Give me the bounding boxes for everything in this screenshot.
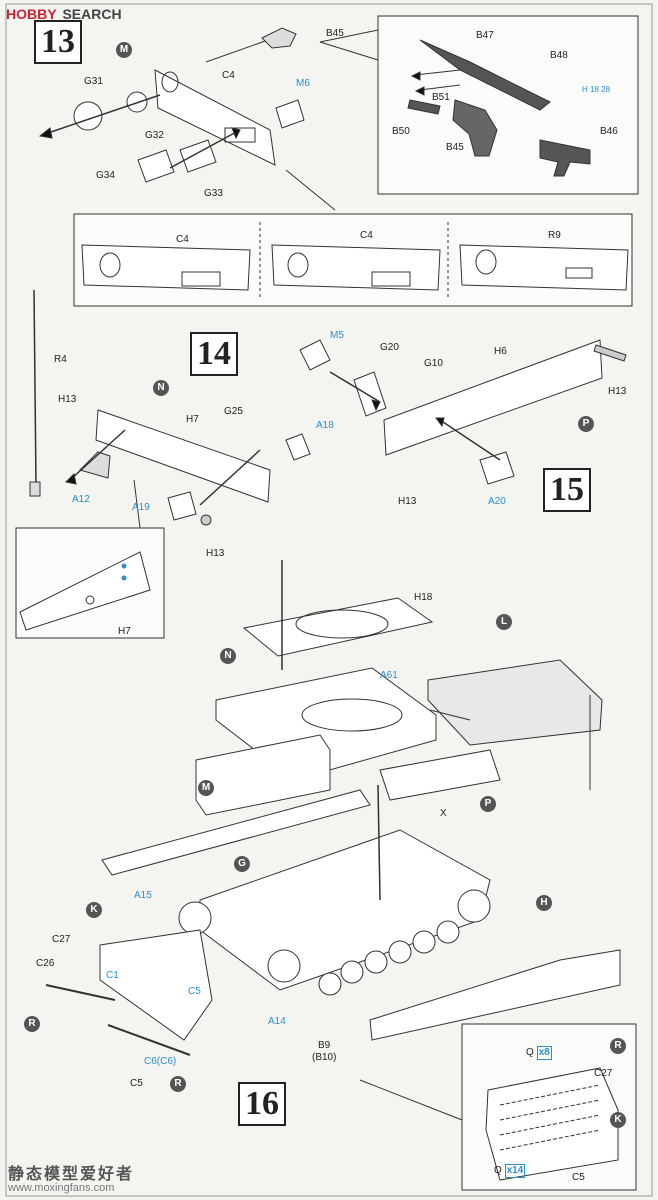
marker-r-left: R	[24, 1016, 40, 1032]
marker-r-bottom: R	[170, 1076, 186, 1092]
step-15-number: 15	[543, 468, 591, 512]
label-g32: G32	[145, 130, 164, 141]
brand-name: SEARCH	[62, 6, 122, 22]
marker-k-detail: K	[610, 1112, 626, 1128]
label-h13-15a: H13	[608, 386, 627, 397]
label-m6: M6	[296, 78, 310, 89]
label-option-c4-b: C4	[360, 230, 373, 241]
label-a14: A14	[268, 1016, 286, 1027]
marker-n-16: N	[220, 648, 236, 664]
marker-m-top: M	[116, 42, 132, 58]
marker-k: K	[86, 902, 102, 918]
label-a15: A15	[134, 890, 152, 901]
brand-logo: HOBBY	[6, 6, 57, 22]
label-b46: B46	[600, 126, 618, 137]
label-option-c4-a: C4	[176, 234, 189, 245]
step13-art	[38, 27, 336, 211]
marker-h: H	[536, 895, 552, 911]
detail-box-16	[359, 1023, 637, 1191]
label-b9: B9	[318, 1040, 331, 1051]
step-13-number: 13	[34, 20, 82, 64]
label-c6: C6(C6)	[144, 1056, 177, 1067]
detail-box-14	[15, 479, 165, 639]
label-h18: H18	[414, 592, 433, 603]
watermark-cn: 静态模型爱好者	[8, 1166, 135, 1183]
label-g34: G34	[96, 170, 115, 181]
label-q1: Q	[526, 1047, 534, 1058]
label-g20: G20	[380, 342, 399, 353]
marker-m-16: M	[198, 780, 214, 796]
label-b47: B47	[476, 30, 494, 41]
label-c5-b: C5	[130, 1078, 143, 1089]
label-x8: x8	[536, 1046, 552, 1060]
label-a20: A20	[488, 496, 506, 507]
label-b51: B51	[432, 92, 450, 103]
marker-g: G	[234, 856, 250, 872]
label-m5: M5	[330, 330, 344, 341]
detail-box-13	[319, 15, 639, 195]
marker-p: P	[578, 416, 594, 432]
label-g33: G33	[204, 188, 223, 199]
step14-art	[29, 289, 311, 526]
label-h13-15b: H13	[398, 496, 417, 507]
label-x14: x14	[504, 1164, 526, 1178]
label-c5: C5	[188, 986, 201, 997]
label-b10: (B10)	[312, 1052, 337, 1063]
label-x: X	[440, 808, 447, 819]
label-h13-a: H13	[58, 394, 77, 405]
label-option-r9: R9	[548, 230, 561, 241]
brand-header: HOBBY SEARCH	[6, 6, 122, 22]
label-c27: C27	[52, 934, 71, 945]
label-h7: H7	[186, 414, 199, 425]
label-c26: C26	[36, 958, 55, 969]
options-box-13	[73, 213, 633, 307]
label-a12: A12	[72, 494, 90, 505]
marker-r-detail: R	[610, 1038, 626, 1054]
label-c1: C1	[106, 970, 119, 981]
marker-l: L	[496, 614, 512, 630]
step15-art	[299, 339, 627, 485]
label-a61: A61	[380, 670, 398, 681]
label-h13-b: H13	[206, 548, 225, 559]
step16-art	[45, 560, 621, 1056]
watermark-url: www.moxingfans.com	[8, 1182, 115, 1194]
label-g10: G10	[424, 358, 443, 369]
marker-p-16: P	[480, 796, 496, 812]
label-detail-c5: C5	[572, 1172, 585, 1183]
label-h6: H6	[494, 346, 507, 357]
badge-q-x8: Q x8	[526, 1046, 552, 1060]
label-a19: A19	[132, 502, 150, 513]
label-b48: B48	[550, 50, 568, 61]
label-r4: R4	[54, 354, 67, 365]
label-b45-detail: B45	[446, 142, 464, 153]
label-c4: C4	[222, 70, 235, 81]
label-b45: B45	[326, 28, 344, 39]
label-h18-28: H 18 28	[582, 85, 611, 94]
label-detail-c27: C27	[594, 1068, 613, 1079]
label-g31: G31	[84, 76, 103, 87]
label-b50: B50	[392, 126, 410, 137]
step-16-number: 16	[238, 1082, 286, 1126]
label-q2: Q	[494, 1165, 502, 1176]
step-14-number: 14	[190, 332, 238, 376]
badge-q-x14: Q x14	[494, 1164, 526, 1178]
label-g25: G25	[224, 406, 243, 417]
label-detail-h7: H7	[118, 626, 131, 637]
label-a18: A18	[316, 420, 334, 431]
marker-n: N	[153, 380, 169, 396]
